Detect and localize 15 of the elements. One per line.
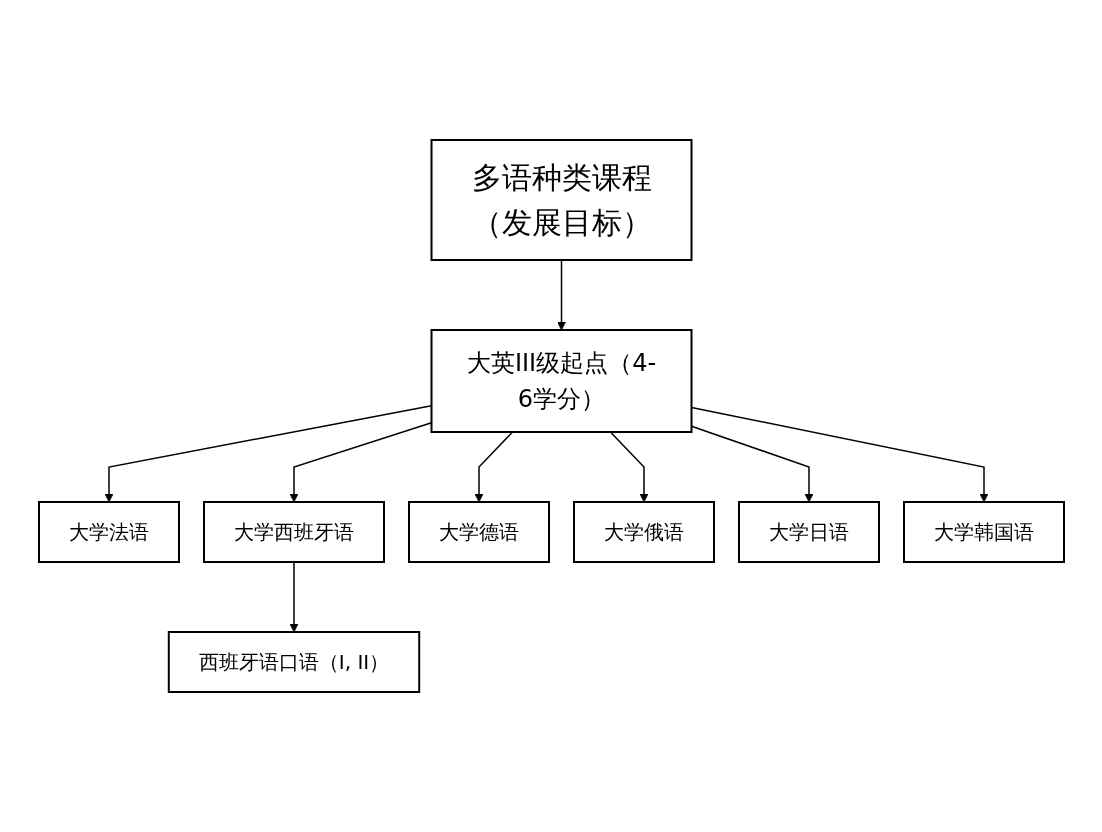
node-box: 大学德语	[407, 501, 550, 563]
node-box: 西班牙语口语（I, II）	[167, 631, 420, 693]
arrow	[474, 431, 513, 503]
node-box: 大学俄语	[572, 501, 715, 563]
node-box: 大英III级起点（4-6学分）	[430, 329, 692, 433]
arrow	[104, 404, 432, 503]
node-box: 大学法语	[37, 501, 180, 563]
node-box: 大学日语	[737, 501, 880, 563]
arrow	[289, 561, 298, 633]
node-box: 大学韩国语	[902, 501, 1065, 563]
node-box: 多语种类课程（发展目标）	[430, 139, 692, 261]
arrow	[556, 259, 566, 331]
arrow	[609, 431, 648, 503]
arrow	[289, 422, 432, 503]
node-box: 大学西班牙语	[202, 501, 385, 563]
